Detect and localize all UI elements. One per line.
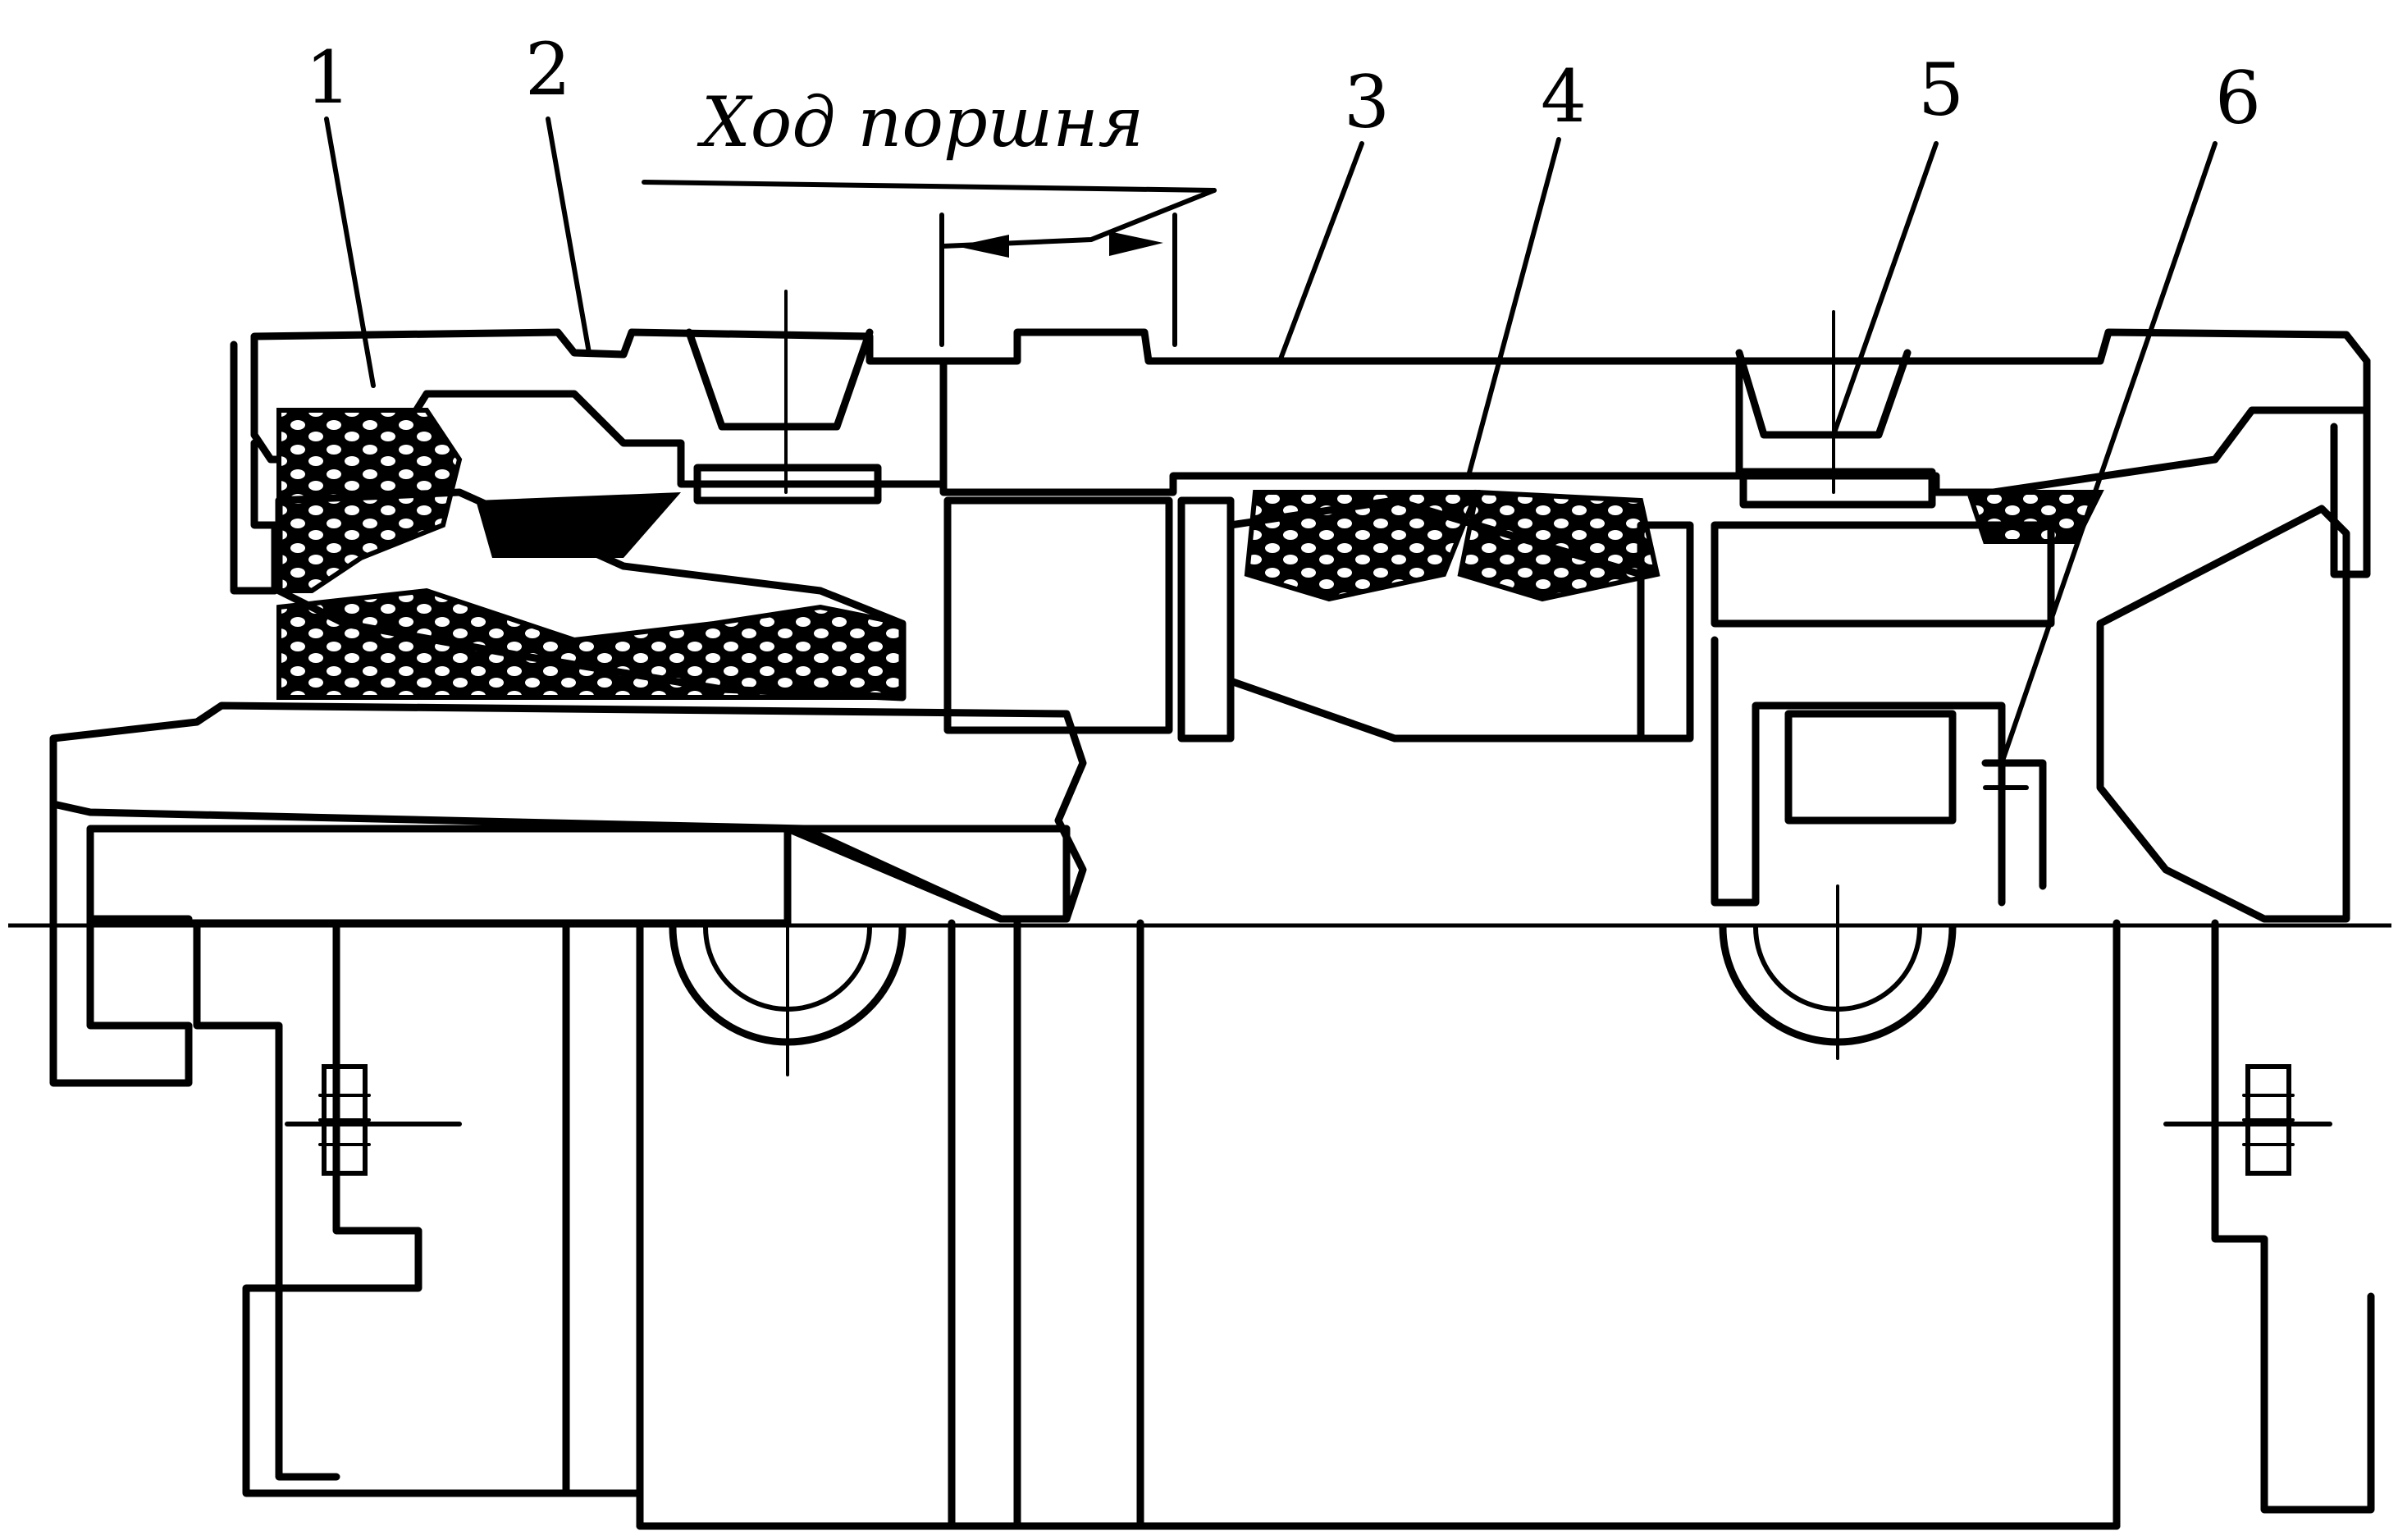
lower-right-step bbox=[2211, 919, 2375, 1514]
part-labels: 1 2 3 4 5 6 bbox=[305, 27, 2261, 144]
piston-middle-ring-left bbox=[1177, 496, 1235, 743]
shaft-hub bbox=[49, 701, 1087, 1087]
air-channel-right bbox=[1739, 468, 1936, 509]
housing-right-lip bbox=[2330, 357, 2371, 578]
piston-stroke-label: Ход поршня bbox=[697, 82, 1144, 162]
part-label-5: 5 bbox=[1918, 48, 1964, 132]
hub-flange bbox=[49, 701, 1087, 923]
leader-1 bbox=[324, 117, 376, 388]
part-label-2: 2 bbox=[525, 27, 571, 112]
leader-6 bbox=[1999, 141, 2218, 765]
piston-stroke-dimension: Ход поршня bbox=[642, 82, 1217, 347]
seal-pack-left-lower bbox=[276, 587, 905, 700]
hub-left-end bbox=[49, 800, 193, 1087]
part-label-6: 6 bbox=[2215, 56, 2261, 140]
springs bbox=[669, 884, 1957, 1076]
part-label-1: 1 bbox=[305, 35, 351, 120]
housing-right bbox=[1735, 328, 2371, 496]
leader-5 bbox=[1831, 141, 1939, 437]
right-end-disk bbox=[2096, 505, 2350, 923]
part-label-3: 3 bbox=[1344, 60, 1390, 144]
hub-wedge bbox=[783, 825, 1071, 923]
leader-3 bbox=[1277, 141, 1364, 363]
air-ports bbox=[685, 290, 1936, 509]
lower-left-step bbox=[242, 919, 644, 1497]
housing-middle bbox=[939, 328, 1743, 496]
pistons bbox=[275, 488, 2055, 743]
seal-ring-left bbox=[476, 492, 681, 558]
right-assembly bbox=[1711, 505, 2350, 923]
spring-block bbox=[1784, 710, 1957, 825]
bolts bbox=[285, 1064, 2332, 1176]
seal-packs bbox=[276, 408, 2104, 700]
stroke-arrow-left bbox=[956, 235, 1009, 258]
spring-cup bbox=[1711, 636, 2006, 907]
stroke-arrow-right bbox=[1109, 231, 1163, 256]
air-port-right bbox=[1735, 349, 1912, 439]
stroke-leader-line bbox=[642, 180, 1217, 193]
leader-2 bbox=[546, 117, 592, 355]
air-port-left bbox=[685, 328, 874, 431]
piston-middle-ring-right bbox=[1637, 521, 1694, 743]
housing-left-lip bbox=[230, 340, 279, 595]
lower-body bbox=[193, 919, 2375, 1530]
seal-pack-middle-right bbox=[1457, 489, 1660, 602]
leader-lines bbox=[324, 117, 2218, 765]
central-chamber bbox=[943, 496, 1173, 734]
piston-left bbox=[275, 488, 907, 701]
hub-bore bbox=[86, 825, 792, 927]
air-channel-left bbox=[693, 464, 882, 505]
part-label-4: 4 bbox=[1541, 54, 1587, 139]
leader-4 bbox=[1466, 137, 1561, 478]
lower-left-flange bbox=[193, 919, 340, 1481]
retainer-6 bbox=[1981, 759, 2047, 890]
seal-pack-middle bbox=[1244, 490, 1481, 602]
